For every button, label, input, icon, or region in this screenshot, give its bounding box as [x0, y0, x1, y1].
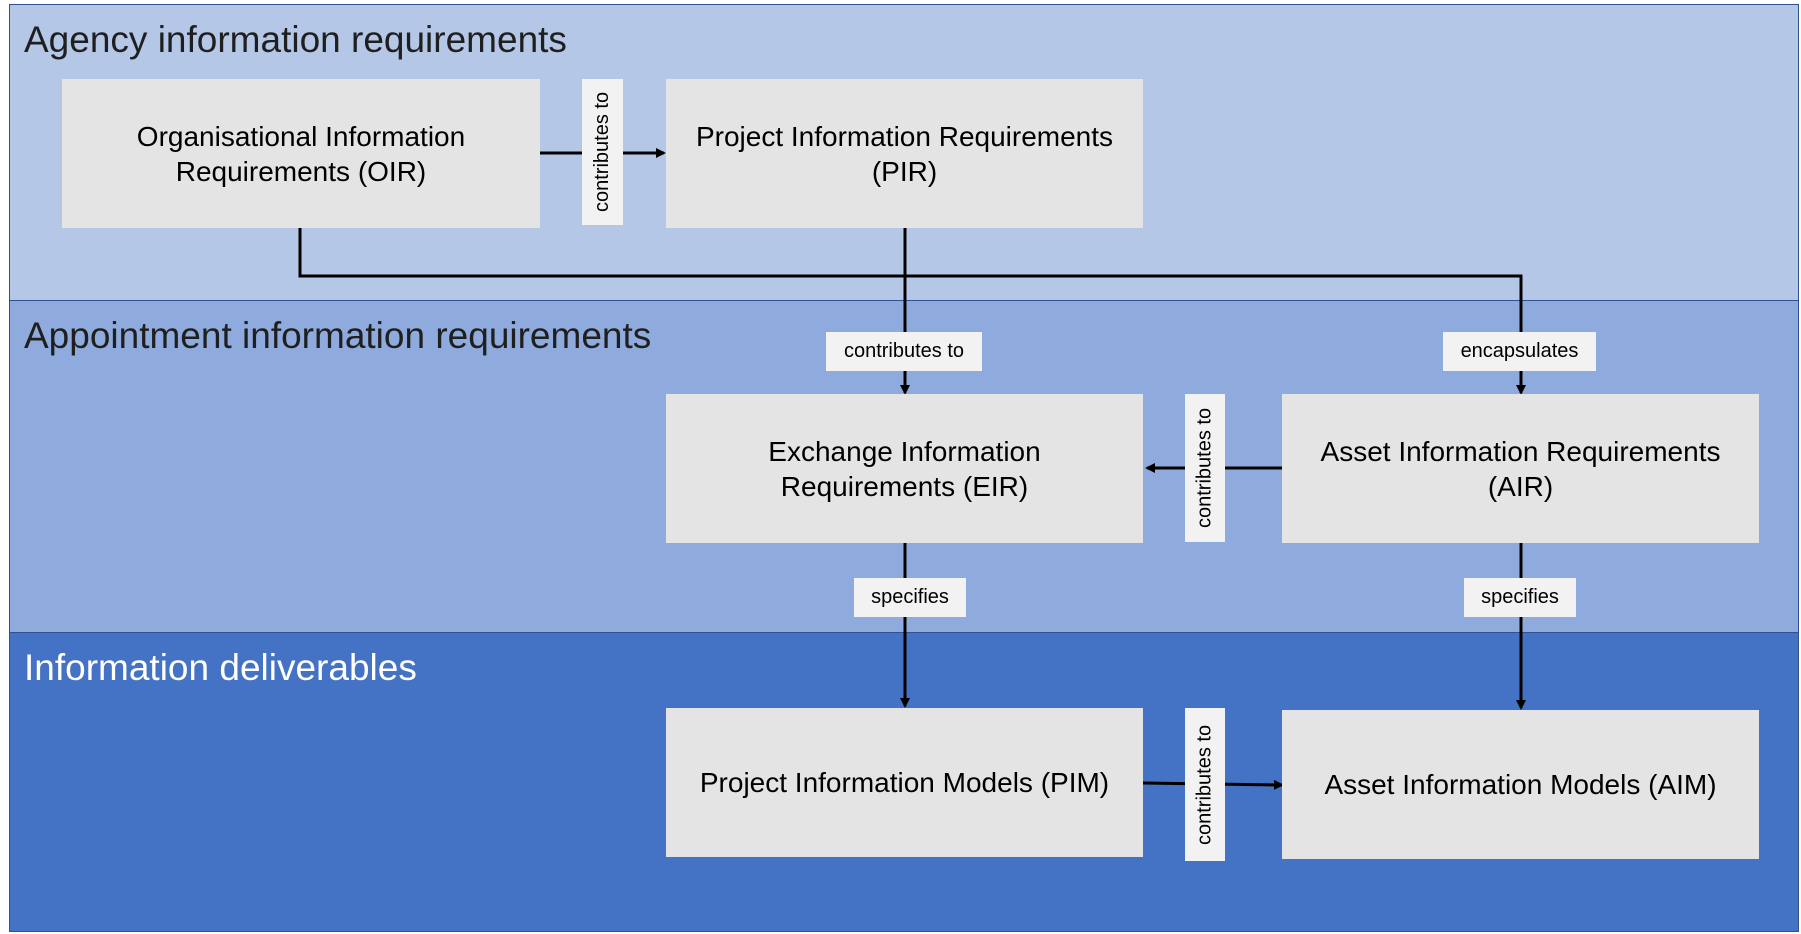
pim-box-line1: Project Information Models (PIM) [699, 767, 1110, 798]
air-box-line1: Asset Information Requirements [1320, 435, 1721, 467]
relation-label-eir-pim: specifies [854, 578, 966, 617]
pir-box-line2: (PIR) [871, 155, 938, 187]
relation-label-pir-eir: contributes to [826, 332, 982, 371]
eir-box-line1: Exchange Information [768, 435, 1041, 467]
relation-label-air-aim: specifies [1464, 578, 1576, 617]
oir-box: Organisational Information Requirements … [62, 79, 540, 228]
deliverables-band-title: Information deliverables [24, 647, 417, 688]
agency-band-title: Agency information requirements [24, 19, 567, 60]
eir-box: Exchange Information Requirements (EIR) [666, 394, 1143, 543]
relation-label-pim-aim: contributes to [1185, 708, 1225, 861]
eir-box-line2: Requirements (EIR) [780, 470, 1029, 502]
air-box-line2: (AIR) [1487, 470, 1554, 502]
pim-box: Project Information Models (PIM) [666, 708, 1143, 857]
relation-label-oir-pir: contributes to [582, 79, 623, 225]
air-box: Asset Information Requirements (AIR) [1282, 394, 1759, 543]
appointment-band-title: Appointment information requirements [24, 315, 652, 356]
aim-box-line1: Asset Information Models (AIM) [1324, 769, 1717, 800]
pir-box: Project Information Requirements (PIR) [666, 79, 1143, 228]
relation-label-oir-air: encapsulates [1443, 332, 1596, 371]
oir-box-line2: Requirements (OIR) [175, 155, 427, 187]
aim-box: Asset Information Models (AIM) [1282, 710, 1759, 859]
relation-label-air-eir: contributes to [1185, 394, 1225, 542]
pir-box-line1: Project Information Requirements [695, 120, 1114, 152]
oir-box-line1: Organisational Information [136, 120, 466, 152]
